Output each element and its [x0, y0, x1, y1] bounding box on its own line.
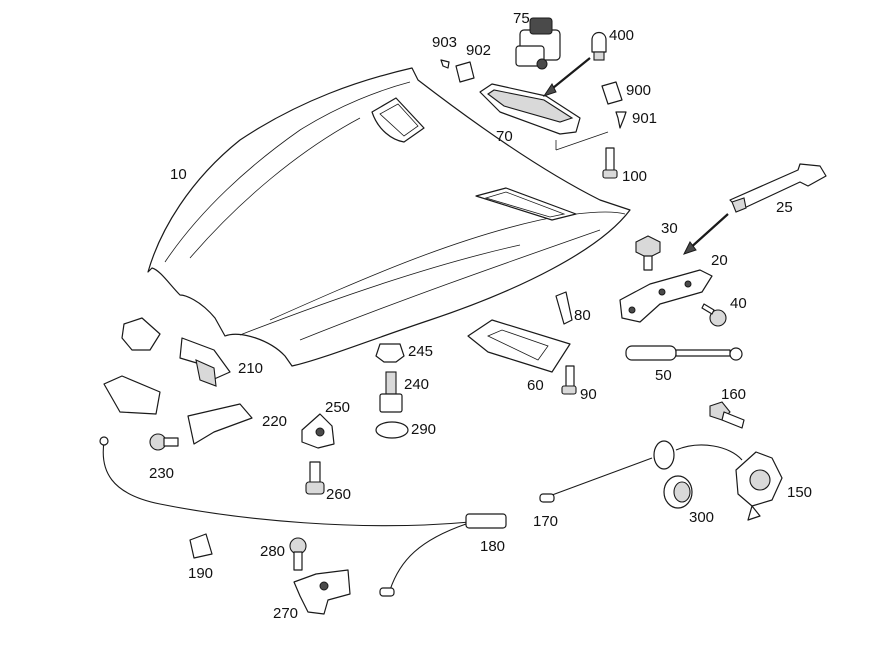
- part-50-gas-strut: [625, 345, 743, 361]
- part-230-screw: [149, 433, 179, 451]
- part-300-grommet: [663, 475, 693, 509]
- part-901-screw: [615, 111, 627, 129]
- part-210-latch-bracket: [179, 337, 231, 387]
- callout-245: 245: [408, 343, 433, 360]
- hood-panel: [147, 67, 631, 367]
- part-70-lamp-housing: [479, 83, 581, 135]
- callout-290: 290: [411, 421, 436, 438]
- part-60-tray: [467, 319, 571, 373]
- callout-100: 100: [622, 168, 647, 185]
- part-75-lock-module: [515, 17, 561, 70]
- callout-160: 160: [721, 386, 746, 403]
- callout-25: 25: [776, 199, 793, 216]
- callout-180: 180: [480, 538, 505, 555]
- part-30-bolt: [635, 235, 661, 271]
- part-280-screw: [289, 537, 307, 571]
- callout-labels: 10 20 25 30 40 50 60 70 75 80 90 100 150…: [149, 10, 812, 622]
- callout-20: 20: [711, 252, 728, 269]
- part-150-latch: [735, 451, 783, 521]
- part-245-buffer: [375, 343, 405, 363]
- callout-400: 400: [609, 27, 634, 44]
- part-160-bolt: [709, 401, 745, 429]
- part-80-clip: [555, 291, 573, 325]
- callout-60: 60: [527, 377, 544, 394]
- part-260-screw: [305, 461, 325, 495]
- callout-75: 75: [513, 10, 530, 27]
- part-903-pin: [440, 59, 450, 69]
- part-220-bracket: [187, 403, 253, 445]
- part-400-bulb: [591, 31, 607, 61]
- callout-902: 902: [466, 42, 491, 59]
- part-bracket-upper-left: [121, 317, 161, 351]
- part-190-clip: [189, 533, 213, 559]
- callout-90: 90: [580, 386, 597, 403]
- callout-40: 40: [730, 295, 747, 312]
- callout-170: 170: [533, 513, 558, 530]
- part-270-lock: [293, 569, 351, 615]
- part-100-screw: [602, 147, 618, 179]
- callout-240: 240: [404, 376, 429, 393]
- callout-230: 230: [149, 465, 174, 482]
- callout-210: 210: [238, 360, 263, 377]
- callout-150: 150: [787, 484, 812, 501]
- part-25-support-rod: [729, 163, 827, 213]
- part-900-socket: [601, 81, 623, 105]
- part-170-release-cable: [539, 440, 743, 503]
- callout-80: 80: [574, 307, 591, 324]
- callout-903: 903: [432, 34, 457, 51]
- callout-190: 190: [188, 565, 213, 582]
- callout-50: 50: [655, 367, 672, 384]
- callout-10: 10: [170, 166, 187, 183]
- callout-280: 280: [260, 543, 285, 560]
- callout-30: 30: [661, 220, 678, 237]
- callout-270: 270: [273, 605, 298, 622]
- callout-901: 901: [632, 110, 657, 127]
- part-40-screw: [701, 303, 727, 327]
- part-240-stud: [379, 371, 403, 413]
- callout-70: 70: [496, 128, 513, 145]
- callout-260: 260: [326, 486, 351, 503]
- part-290-pad: [375, 421, 409, 439]
- part-bracket-lower-left: [103, 375, 161, 415]
- part-250-catch: [301, 413, 335, 449]
- part-180-cable: [99, 436, 507, 597]
- callout-900: 900: [626, 82, 651, 99]
- part-20-hinge: [619, 269, 713, 323]
- callout-300: 300: [689, 509, 714, 526]
- part-90-screw: [561, 365, 577, 395]
- leader-lines: [542, 57, 729, 255]
- callout-220: 220: [262, 413, 287, 430]
- callout-250: 250: [325, 399, 350, 416]
- part-902-connector: [455, 61, 475, 83]
